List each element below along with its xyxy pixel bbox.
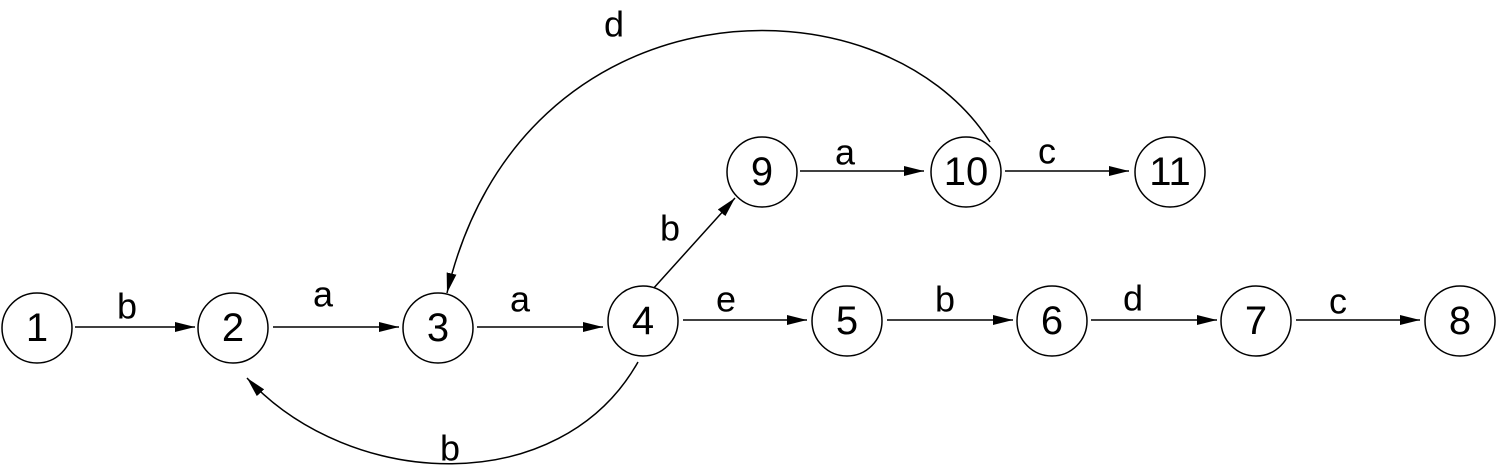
edge-4-9 [651,197,736,291]
edge-label-5-6: b [935,279,955,320]
state-node-label: 5 [836,299,858,343]
edge-label-10-11: c [1038,131,1056,172]
state-node-10: 10 [930,136,1002,208]
state-node-8: 8 [1424,285,1496,357]
edge-label-6-7: d [1123,278,1143,319]
edge-label-9-10: a [835,132,856,173]
state-node-label: 9 [751,150,773,194]
state-node-label: 11 [1149,150,1191,194]
edge-label-10-3: d [604,4,624,45]
state-node-2: 2 [197,292,269,364]
edge-label-2-3: a [313,274,334,315]
state-node-3: 3 [402,292,474,364]
edge-label-4-5: e [716,279,736,320]
edge-label-3-4: a [510,279,531,320]
state-node-5: 5 [811,285,883,357]
state-node-1: 1 [1,292,73,364]
state-node-label: 8 [1449,299,1471,343]
edge-4-2 [246,361,639,465]
state-node-label: 10 [944,150,989,194]
state-node-11: 11 [1134,136,1206,208]
edge-label-4-9: b [660,208,680,249]
state-node-7: 7 [1220,285,1292,357]
edge-label-4-2: b [440,428,460,469]
state-node-6: 6 [1016,285,1088,357]
edge-10-3 [446,29,991,294]
edge-label-7-8: c [1329,281,1347,322]
state-node-4: 4 [607,285,679,357]
state-node-label: 6 [1041,299,1063,343]
state-node-9: 9 [726,136,798,208]
state-node-label: 7 [1245,299,1267,343]
edge-label-1-2: b [117,286,137,327]
state-node-label: 4 [632,299,654,343]
state-node-label: 1 [26,306,48,350]
state-node-label: 2 [222,306,244,350]
state-node-label: 3 [427,306,449,350]
